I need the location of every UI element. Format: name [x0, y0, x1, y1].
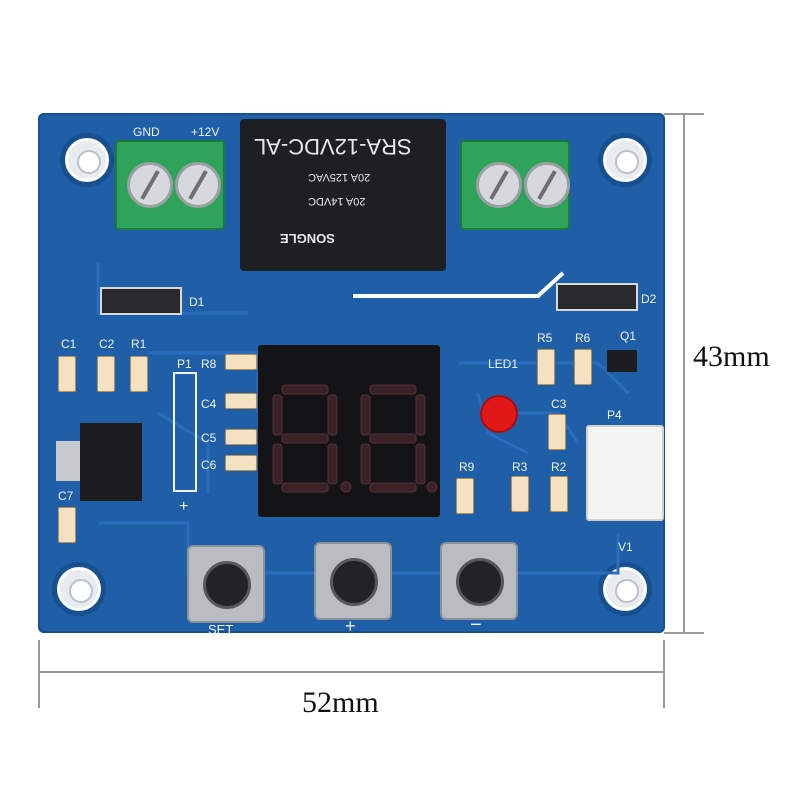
- label-r8: R8: [201, 357, 217, 371]
- width-label: 52mm: [302, 686, 379, 719]
- label-r5: R5: [537, 331, 553, 345]
- relay-brand: SONGLE: [280, 231, 335, 246]
- relay-rating-2: 20A 14VDC: [308, 195, 366, 207]
- transistor-q1: [607, 350, 637, 372]
- capacitor-c1: [58, 356, 76, 392]
- plus-button[interactable]: [314, 542, 392, 620]
- terminal-block-right: [460, 140, 570, 230]
- width-tick-left: [38, 640, 40, 708]
- resistor-r3: [511, 476, 529, 512]
- terminal-block-left: [115, 140, 225, 230]
- label-d1: D1: [189, 295, 205, 309]
- seven-segment-display: [258, 345, 440, 517]
- resistor-r2: [550, 476, 568, 512]
- label-led1: LED1: [488, 357, 519, 371]
- width-dimension-line: [38, 671, 665, 673]
- label-r2: R2: [551, 460, 567, 474]
- capacitor-c4: [225, 393, 257, 409]
- label-c6: C6: [201, 458, 217, 472]
- label-r6: R6: [575, 331, 591, 345]
- label-c5: C5: [201, 431, 217, 445]
- mounting-hole-top-right: [598, 133, 652, 187]
- mounting-hole-top-left: [60, 133, 114, 187]
- label-plus: +: [345, 616, 356, 636]
- label-r9: R9: [459, 460, 475, 474]
- label-c2: C2: [99, 337, 115, 351]
- label-c1: C1: [61, 337, 77, 351]
- display-digits: [272, 384, 438, 493]
- screw-icon: [175, 162, 221, 208]
- label-r1: R1: [131, 337, 147, 351]
- screw-icon: [524, 162, 570, 208]
- label-p4: P4: [607, 408, 622, 422]
- label-c4: C4: [201, 397, 217, 411]
- label-r3: R3: [512, 460, 528, 474]
- label-q1: Q1: [620, 329, 637, 343]
- capacitor-c7: [58, 507, 76, 543]
- relay-model: SRA-12VDC-AL: [254, 134, 412, 159]
- resistor-r5: [537, 349, 555, 385]
- label-plus-p1: +: [179, 498, 189, 515]
- regulator-tab: [56, 441, 80, 481]
- minus-button[interactable]: [440, 542, 518, 620]
- label-gnd: GND: [133, 125, 160, 139]
- capacitor-c2: [97, 356, 115, 392]
- resistor-r1: [130, 356, 148, 392]
- height-tick-bottom: [664, 632, 704, 634]
- height-label: 43mm: [693, 340, 770, 373]
- resistor-r9: [456, 478, 474, 514]
- relay: SRA-12VDC-AL 20A 125VAC 20A 14VDC SONGLE: [240, 119, 446, 271]
- header-p1: [173, 372, 197, 492]
- width-tick-right: [663, 640, 665, 708]
- label-p1: P1: [177, 357, 192, 371]
- screw-icon: [476, 162, 522, 208]
- label-minus: −: [470, 614, 482, 636]
- capacitor-c6: [225, 455, 257, 471]
- label-set: SET: [208, 622, 234, 637]
- label-c7: C7: [58, 489, 74, 503]
- mounting-hole-bottom-right: [598, 562, 652, 616]
- height-tick-top: [664, 113, 704, 115]
- label-12v: +12V: [191, 125, 220, 139]
- set-button[interactable]: [187, 545, 265, 623]
- screw-icon: [127, 162, 173, 208]
- led-indicator: [482, 397, 516, 431]
- resistor-r8: [225, 354, 257, 370]
- mounting-hole-bottom-left: [52, 562, 106, 616]
- relay-rating-1: 20A 125VAC: [308, 171, 371, 183]
- label-v1: V1: [618, 540, 633, 554]
- diode-d2: [556, 283, 638, 311]
- label-d2: D2: [641, 292, 657, 306]
- capacitor-c5: [225, 429, 257, 445]
- resistor-r6: [574, 349, 592, 385]
- voltage-regulator: [80, 423, 142, 501]
- label-c3: C3: [551, 397, 567, 411]
- diode-d1: [100, 287, 182, 315]
- capacitor-c3: [548, 414, 566, 450]
- height-dimension-line: [683, 113, 685, 634]
- connector-p4: [586, 425, 664, 521]
